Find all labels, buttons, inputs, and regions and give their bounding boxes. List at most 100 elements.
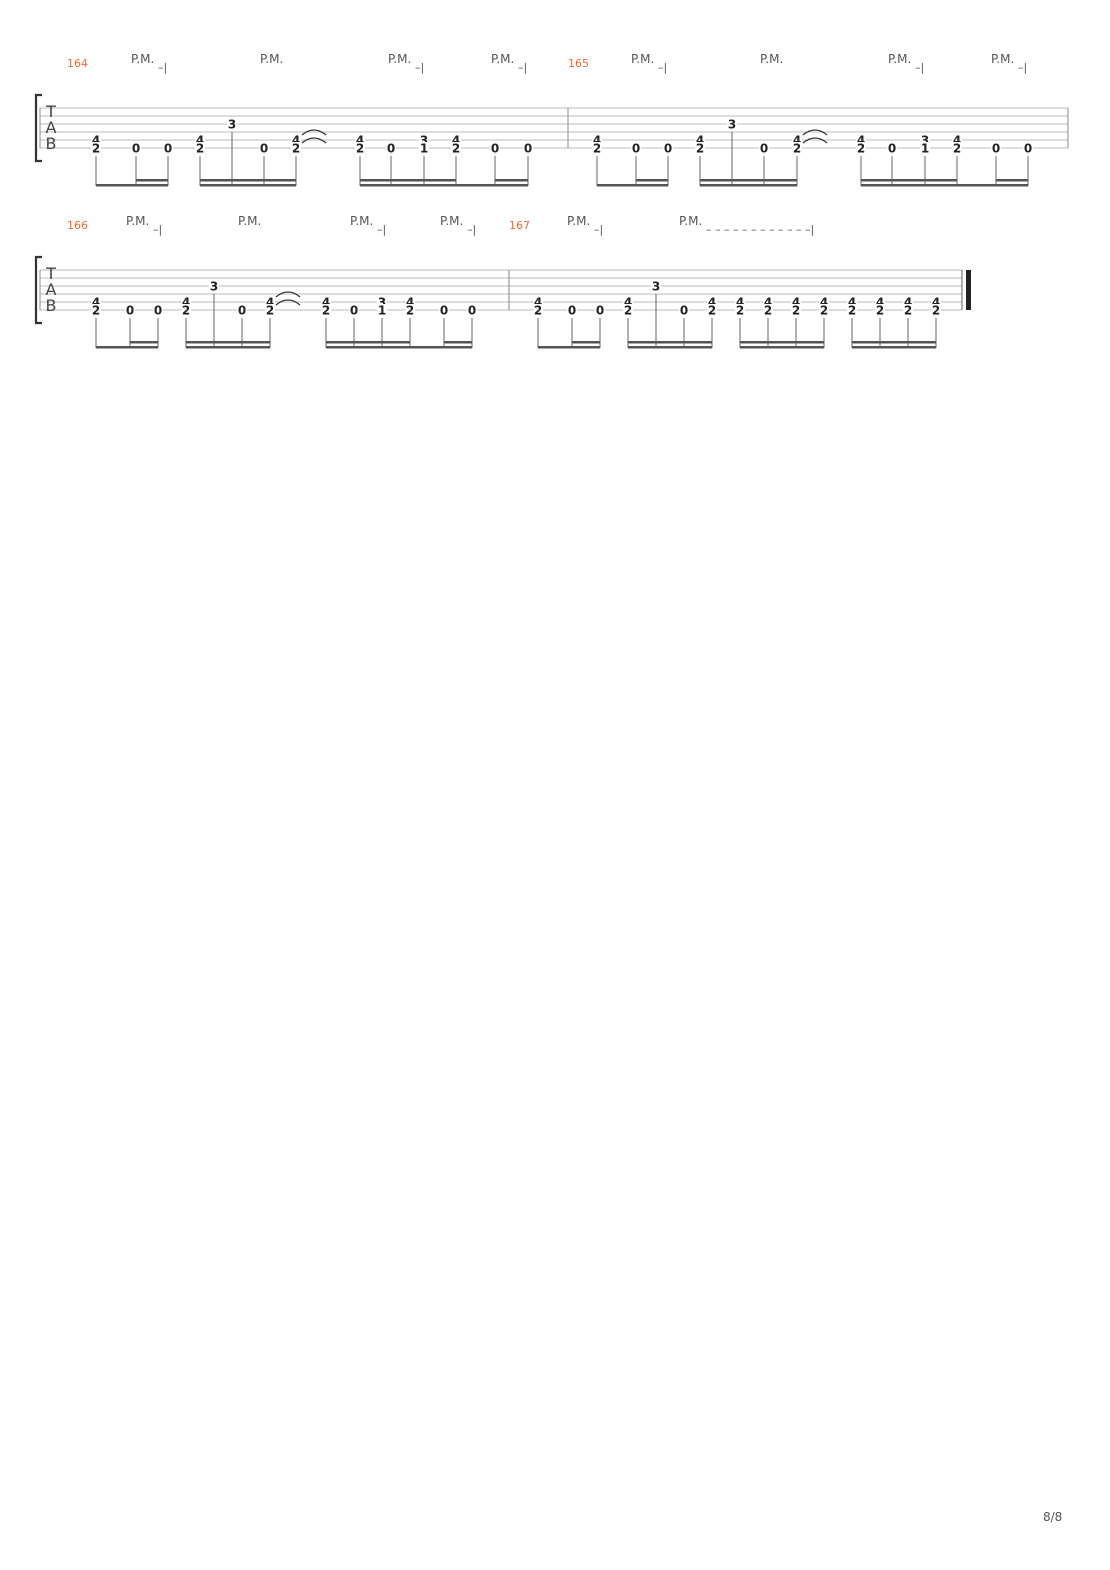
fret-number: 2 <box>292 142 300 156</box>
fret-number: 0 <box>126 304 134 318</box>
fret-bg <box>952 142 962 153</box>
fret-bg <box>592 142 602 153</box>
fret-number: 0 <box>260 142 268 156</box>
fret-number: 2 <box>793 142 801 156</box>
measure-number: 165 <box>568 57 589 70</box>
tie-arc <box>802 137 828 144</box>
palm-mute-label: P.M. <box>440 214 463 228</box>
fret-number: 2 <box>452 142 460 156</box>
fret-bg <box>920 134 930 145</box>
fret-bg <box>735 304 745 315</box>
measure-number: 166 <box>67 219 88 232</box>
fret-number: 4 <box>182 296 190 310</box>
palm-mute-label: P.M. <box>991 52 1014 66</box>
fret-number: 0 <box>491 142 499 156</box>
fret-number: 2 <box>820 304 828 318</box>
fret-number: 4 <box>322 296 330 310</box>
palm-mute-label: P.M. <box>888 52 911 66</box>
fret-number: 0 <box>387 142 395 156</box>
fret-number: 4 <box>196 134 204 148</box>
fret-bg <box>847 296 857 307</box>
fret-bg <box>567 304 577 315</box>
fret-number: 3 <box>210 280 218 294</box>
fret-bg <box>875 304 885 315</box>
beam-primary <box>360 184 456 187</box>
fret-number: 4 <box>820 296 828 310</box>
beam-primary <box>326 346 410 349</box>
fret-bg <box>439 304 449 315</box>
beam-secondary <box>636 179 668 182</box>
fret-number: 0 <box>632 142 640 156</box>
fret-number: 0 <box>524 142 532 156</box>
fret-number: 4 <box>92 134 100 148</box>
beam-primary <box>740 346 824 349</box>
fret-number: 2 <box>534 304 542 318</box>
fret-number: 1 <box>921 142 929 156</box>
fret-number: 0 <box>680 304 688 318</box>
fret-number: 4 <box>624 296 632 310</box>
fret-number: 0 <box>238 304 246 318</box>
palm-mute-label: P.M. <box>760 52 783 66</box>
tab-clef-letter: T <box>45 264 56 283</box>
fret-bg <box>405 304 415 315</box>
fret-bg <box>355 142 365 153</box>
fret-number: 0 <box>132 142 140 156</box>
fret-number: 4 <box>452 134 460 148</box>
fret-bg <box>91 142 101 153</box>
fret-bg <box>623 304 633 315</box>
fret-bg <box>707 296 717 307</box>
fret-bg <box>91 304 101 315</box>
beam-primary <box>597 184 668 187</box>
fret-number: 3 <box>921 134 929 148</box>
fret-bg <box>533 304 543 315</box>
fret-bg <box>131 142 141 153</box>
fret-number: 4 <box>406 296 414 310</box>
beam-secondary <box>852 341 936 344</box>
palm-mute-extension: –| <box>377 223 386 236</box>
tab-clef-letter: B <box>46 296 57 315</box>
fret-bg <box>623 296 633 307</box>
fret-number: 2 <box>266 304 274 318</box>
palm-mute-label: P.M. <box>567 214 590 228</box>
beam-secondary <box>136 179 168 182</box>
fret-number: 0 <box>1024 142 1032 156</box>
fret-number: 2 <box>736 304 744 318</box>
beam-primary <box>861 184 957 187</box>
fret-number: 4 <box>708 296 716 310</box>
fret-bg <box>791 296 801 307</box>
page-number: 8/8 <box>1043 1510 1063 1524</box>
fret-number: 4 <box>953 134 961 148</box>
fret-bg <box>451 142 461 153</box>
fret-number: 0 <box>888 142 896 156</box>
fret-bg <box>856 134 866 145</box>
fret-bg <box>265 304 275 315</box>
fret-number: 0 <box>468 304 476 318</box>
final-barline-thick <box>966 270 971 310</box>
palm-mute-extension: –| <box>915 61 924 74</box>
beam-secondary <box>360 179 456 182</box>
fret-number: 4 <box>593 134 601 148</box>
fret-bg <box>153 304 163 315</box>
fret-number: 2 <box>182 304 190 318</box>
fret-number: 2 <box>593 142 601 156</box>
fret-number: 0 <box>350 304 358 318</box>
fret-bg <box>419 142 429 153</box>
palm-mute-label: P.M. <box>350 214 373 228</box>
fret-bg <box>195 142 205 153</box>
fret-bg <box>490 142 500 153</box>
fret-number: 2 <box>792 304 800 318</box>
fret-number: 2 <box>92 304 100 318</box>
beam-primary <box>96 346 158 349</box>
tie-arc <box>275 291 301 298</box>
fret-bg <box>237 304 247 315</box>
fret-number: 0 <box>440 304 448 318</box>
fret-bg <box>819 304 829 315</box>
fret-number: 4 <box>356 134 364 148</box>
fret-bg <box>181 304 191 315</box>
fret-bg <box>792 142 802 153</box>
fret-number: 4 <box>857 134 865 148</box>
beam-secondary <box>200 179 296 182</box>
palm-mute-label: P.M. <box>491 52 514 66</box>
fret-number: 4 <box>534 296 542 310</box>
fret-number: 0 <box>760 142 768 156</box>
